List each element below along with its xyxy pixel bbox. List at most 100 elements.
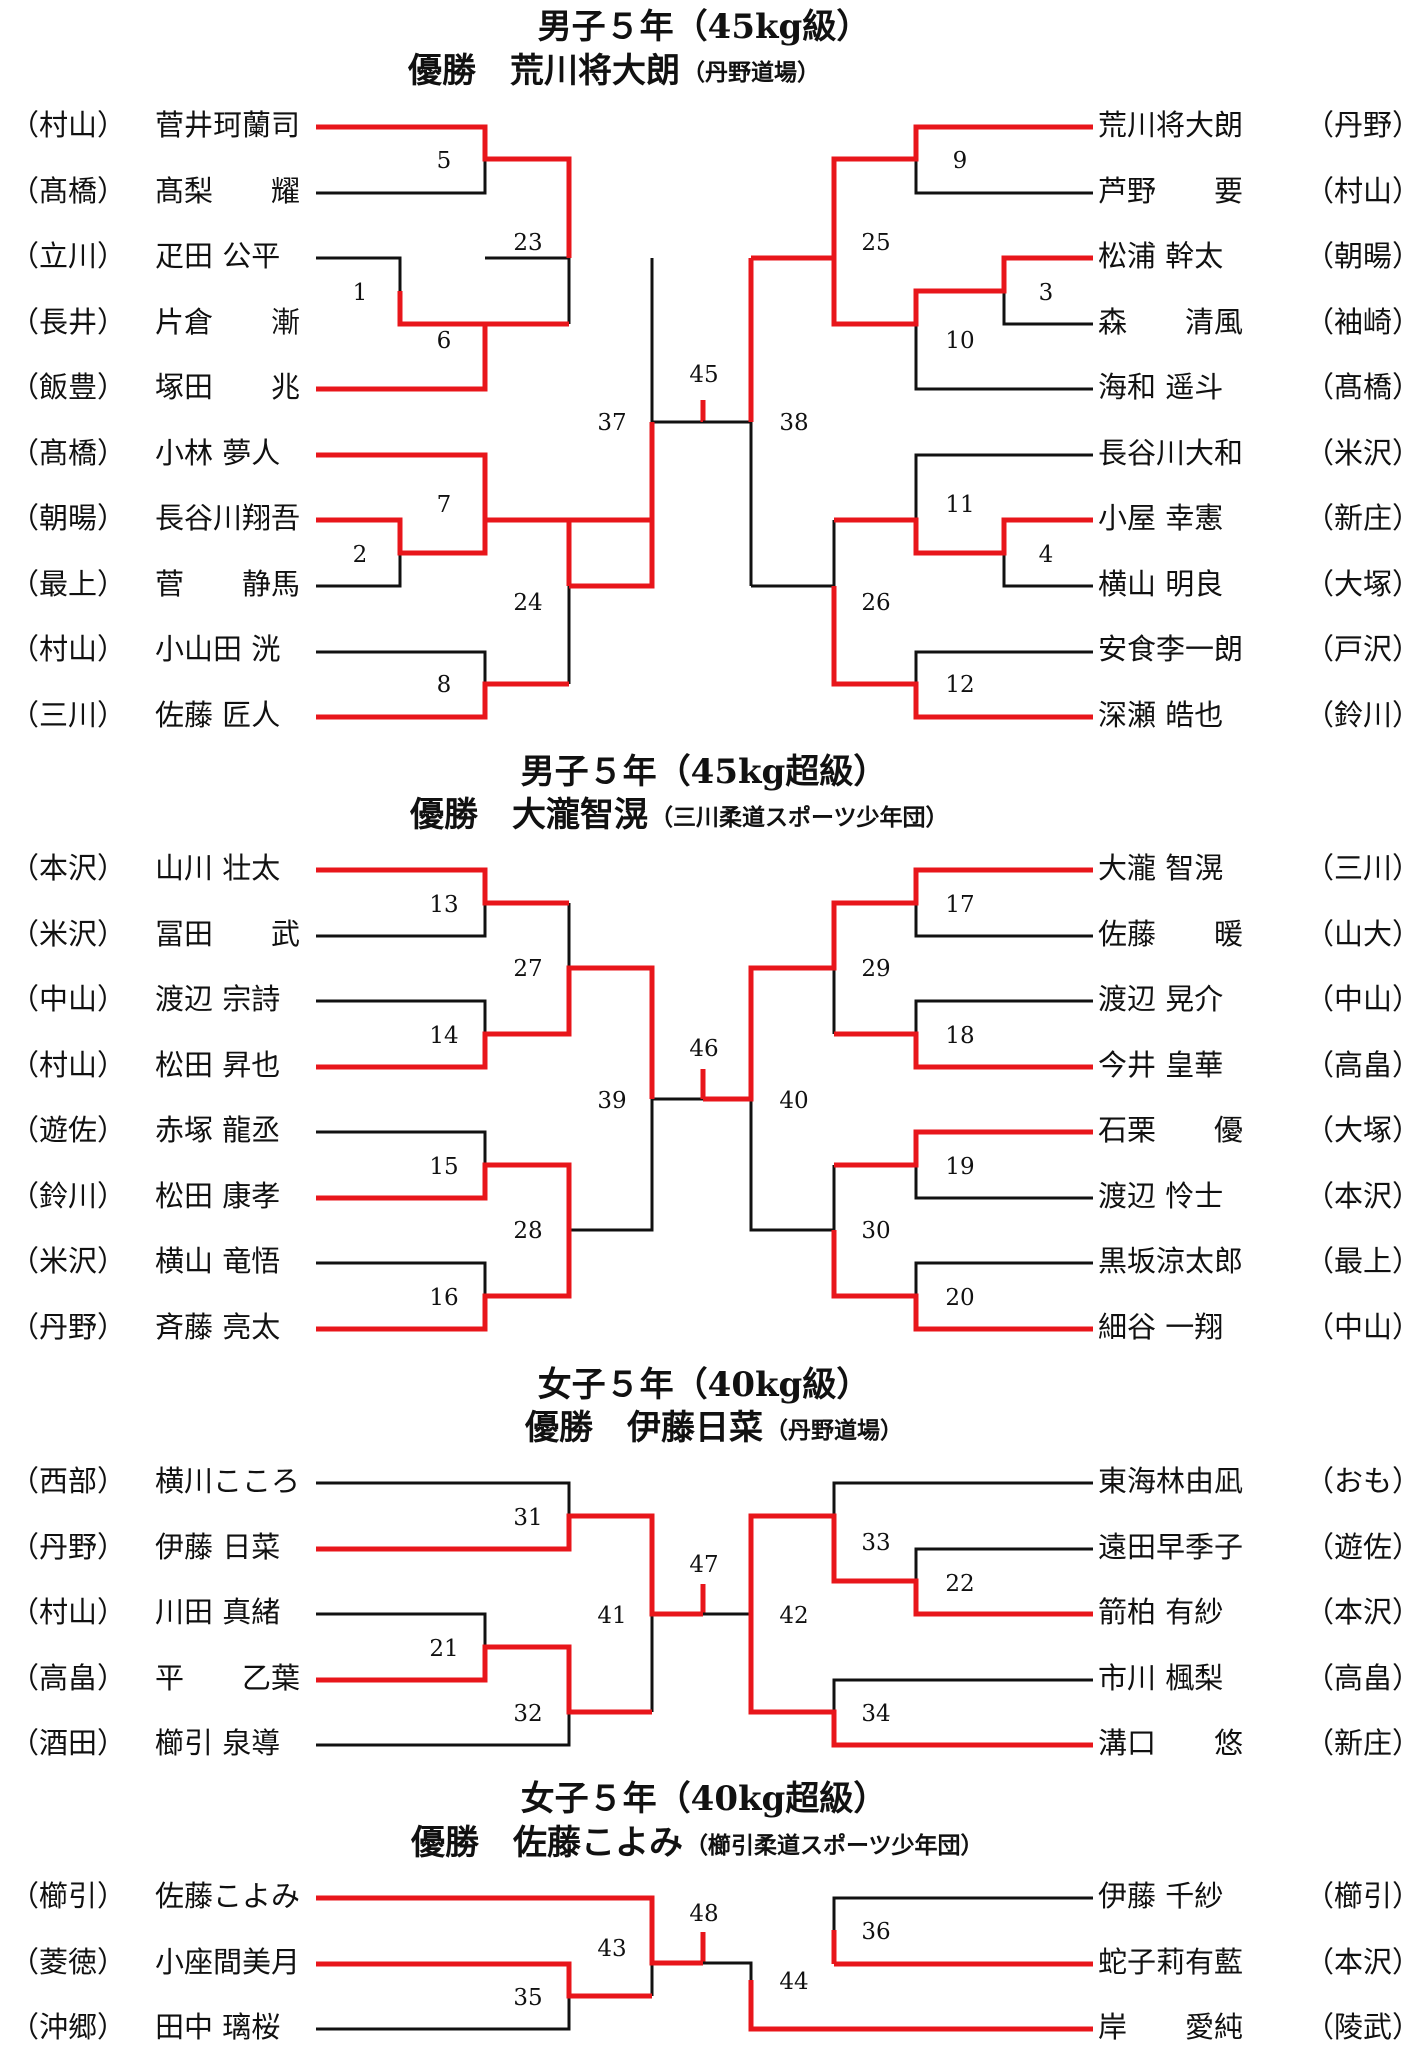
bracket-lines-right xyxy=(700,867,1093,1332)
match-number: 35 xyxy=(513,1985,542,2011)
match-number: 11 xyxy=(945,492,974,518)
match-number: 15 xyxy=(429,1154,458,1180)
entrant-club: （三川） xyxy=(1305,851,1409,885)
bracket-lines-left xyxy=(316,124,706,720)
entrant-name: 横川こころ xyxy=(155,1464,300,1498)
entrant-name: 遠田早季子 xyxy=(1098,1530,1243,1564)
entrant-club: （遊佐） xyxy=(10,1113,126,1147)
entrant-name: 深瀬 皓也 xyxy=(1098,698,1223,732)
entrant-club: （山大） xyxy=(1305,917,1409,951)
match-number: 41 xyxy=(597,1603,626,1629)
match-number: 36 xyxy=(861,1919,890,1945)
entrant-club: （立川） xyxy=(10,239,126,273)
entrant-club: （髙橋） xyxy=(10,436,126,470)
entrant-club: （鈴川） xyxy=(10,1179,126,1213)
entrant-club: （丹野） xyxy=(10,1530,126,1564)
match-number: 20 xyxy=(945,1285,974,1311)
entrant-name: 細谷 一翔 xyxy=(1098,1310,1223,1344)
match-number: 40 xyxy=(779,1088,808,1114)
entrant-name: 川田 真緒 xyxy=(155,1595,280,1629)
bracket-boys-45kg: 男子５年（45kg級） 優勝 荒川将大朗 （丹野道場） （村山） 菅井珂蘭司 （… xyxy=(10,7,1409,732)
match-number: 7 xyxy=(437,492,452,518)
entrant-name: 平 乙葉 xyxy=(155,1661,300,1695)
match-number: 39 xyxy=(597,1088,626,1114)
bracket-lines-right xyxy=(703,1481,1093,1748)
bracket-lines-left xyxy=(316,1481,706,1747)
entrant-name: 安食李一朗 xyxy=(1098,632,1243,666)
entrant-name: 冨田 武 xyxy=(155,917,300,951)
entrant-club: （高畠） xyxy=(1305,1048,1409,1082)
entrant-club: （村山） xyxy=(10,108,126,142)
entrant-name: 斉藤 亮太 xyxy=(155,1310,280,1344)
entrant-club: （飯豊） xyxy=(10,370,126,404)
entrant-name: 小林 夢人 xyxy=(155,436,280,470)
entrant-name: 今井 皇華 xyxy=(1098,1048,1223,1082)
match-number: 48 xyxy=(689,1901,718,1927)
entrant-name: 箭柏 有紗 xyxy=(1098,1595,1223,1629)
entrant-name: 松田 康孝 xyxy=(155,1179,280,1213)
match-number: 18 xyxy=(945,1023,974,1049)
entrant-club: （遊佐） xyxy=(1305,1530,1409,1564)
entrant-name: 松田 昇也 xyxy=(155,1048,280,1082)
entrant-name: 伊藤 千紗 xyxy=(1098,1879,1223,1913)
match-number: 17 xyxy=(945,892,974,918)
entrant-club: （村山） xyxy=(10,632,126,666)
entrant-club: （酒田） xyxy=(10,1726,126,1760)
entrant-name: 長谷川翔吾 xyxy=(155,501,300,535)
entrant-club: （高畠） xyxy=(10,1661,126,1695)
entrant-name: 櫛引 泉導 xyxy=(155,1726,280,1760)
entrant-name: 佐藤 匠人 xyxy=(155,698,280,732)
entrant-name: 山川 壮太 xyxy=(155,851,280,885)
entrant-name: 市川 楓梨 xyxy=(1098,1661,1223,1695)
entrant-club: （最上） xyxy=(1305,1244,1409,1278)
entrant-club: （丹野） xyxy=(1305,108,1409,142)
entrant-name: 伊藤 日菜 xyxy=(155,1530,280,1564)
entrant-club: （鈴川） xyxy=(1305,698,1409,732)
entrant-name: 片倉 漸 xyxy=(155,305,300,339)
champion-label: 優勝 荒川将大朗 xyxy=(407,51,680,91)
entrant-name: 松浦 幹太 xyxy=(1098,239,1223,273)
match-number: 2 xyxy=(353,542,368,568)
match-number: 10 xyxy=(945,328,974,354)
entrant-name: 溝口 悠 xyxy=(1098,1726,1243,1760)
entrant-name: 小屋 幸憲 xyxy=(1098,501,1223,535)
entrant-club: （中山） xyxy=(1305,1310,1409,1344)
match-number: 6 xyxy=(437,328,452,354)
entrant-name: 佐藤 暖 xyxy=(1098,917,1243,951)
section-title: 女子５年（40kg超級） xyxy=(521,1779,888,1819)
champion-club: （丹野道場） xyxy=(765,1417,903,1444)
entrant-name: 赤塚 龍丞 xyxy=(155,1113,280,1147)
match-number: 16 xyxy=(429,1285,458,1311)
entrant-name: 東海林由凪 xyxy=(1098,1464,1243,1498)
entrant-club: （米沢） xyxy=(10,1244,126,1278)
entrant-name: 菅井珂蘭司 xyxy=(155,108,300,142)
entrant-club: （本沢） xyxy=(1305,1945,1409,1979)
entrant-name: 佐藤こよみ xyxy=(155,1879,300,1913)
entrant-name: 大瀧 智滉 xyxy=(1098,851,1223,885)
match-number: 46 xyxy=(689,1036,718,1062)
section-title: 男子５年（45kg超級） xyxy=(521,752,888,792)
entrant-club: （本沢） xyxy=(10,851,126,885)
entrant-name: 芦野 要 xyxy=(1098,174,1243,208)
section-title: 男子５年（45kg級） xyxy=(538,7,871,47)
entrant-name: 渡辺 怜士 xyxy=(1098,1179,1223,1213)
entrant-club: （三川） xyxy=(10,698,126,732)
entrant-club: （最上） xyxy=(10,567,126,601)
entrant-name: 森 清風 xyxy=(1098,305,1243,339)
entrant-club: （長井） xyxy=(10,305,126,339)
champion-club: （櫛引柔道スポーツ少年団） xyxy=(685,1832,984,1859)
entrant-club: （西部） xyxy=(10,1464,126,1498)
entrant-name: 菅 静馬 xyxy=(155,567,300,601)
entrant-name: 荒川将大朗 xyxy=(1098,108,1243,142)
entrant-club: （丹野） xyxy=(10,1310,126,1344)
champion-label: 優勝 伊藤日菜 xyxy=(524,1408,763,1448)
entrant-name: 髙梨 耀 xyxy=(155,174,300,208)
entrant-name: 小山田 洸 xyxy=(155,632,280,666)
match-number: 33 xyxy=(861,1530,890,1556)
champion-club: （丹野道場） xyxy=(682,59,820,86)
match-number: 3 xyxy=(1039,280,1054,306)
entrant-club: （高畠） xyxy=(1305,1661,1409,1695)
bracket-girls-40kg: 女子５年（40kg級） 優勝 伊藤日菜 （丹野道場） （西部） 横川こころ （丹… xyxy=(10,1365,1409,1760)
champion-label: 優勝 佐藤こよみ xyxy=(410,1823,683,1863)
match-number: 34 xyxy=(861,1701,890,1727)
